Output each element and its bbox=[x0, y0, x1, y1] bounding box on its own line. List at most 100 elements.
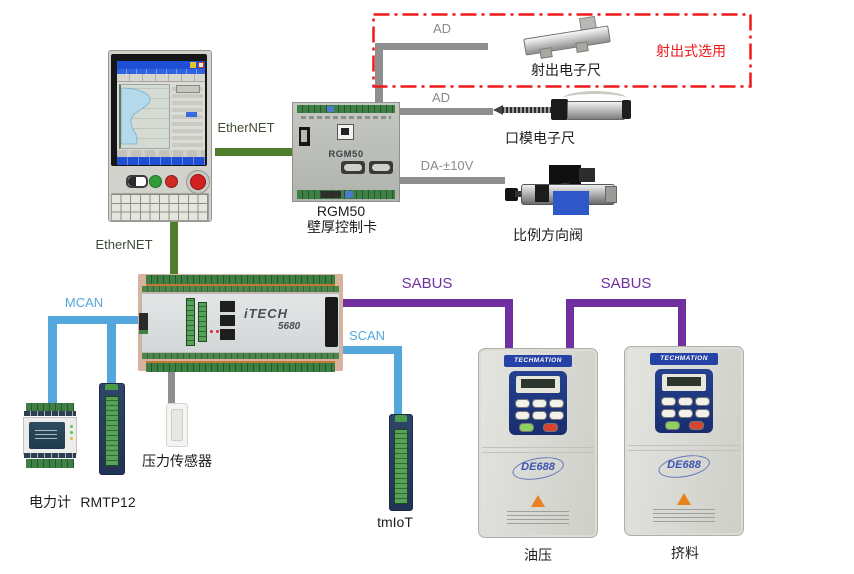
rmtp12-terminal-strip bbox=[105, 396, 119, 466]
label-injection-ruler: 射出电子尺 bbox=[531, 62, 601, 78]
itech-terminal-bottom-1 bbox=[142, 353, 339, 359]
power-meter-face bbox=[29, 422, 65, 449]
die-ruler-image bbox=[493, 91, 634, 126]
valve-dark-ring bbox=[535, 185, 549, 202]
inverter-lcd-display bbox=[662, 374, 706, 391]
inverter-series-logo: DE688 bbox=[521, 461, 555, 473]
valve-blue-block bbox=[553, 191, 589, 215]
itech-vertical-terminal-2 bbox=[198, 302, 207, 342]
itech-terminal-top-2 bbox=[142, 286, 339, 292]
titlebar-close-icon bbox=[198, 62, 204, 68]
hmi-selected-field bbox=[186, 112, 197, 117]
label-da: DA-±10V bbox=[420, 158, 474, 173]
rgm50-db9-connector-1 bbox=[341, 161, 365, 174]
itech-model-text: 5680 bbox=[278, 321, 301, 332]
rgm50-board: RGM50 bbox=[292, 102, 400, 202]
hmi-start-button bbox=[149, 175, 162, 188]
valve-solenoid-2 bbox=[579, 168, 595, 182]
inverter-key bbox=[532, 399, 547, 408]
inverter-brand-badge: TECHMATION bbox=[650, 353, 718, 365]
hmi-screen-bezel bbox=[111, 54, 207, 166]
power-meter-body bbox=[23, 417, 77, 455]
line-ethernet-hmi-rgm50 bbox=[215, 148, 292, 156]
line-sabus1-h bbox=[342, 299, 513, 307]
warning-triangle-icon bbox=[531, 495, 545, 507]
inverter-keypad bbox=[509, 371, 567, 435]
label-optional-note: 射出式选用 bbox=[656, 43, 726, 59]
hmi-panel bbox=[108, 50, 212, 222]
inverter-key bbox=[695, 397, 710, 406]
label-valve: 比例方向阀 bbox=[513, 227, 583, 243]
label-die-ruler: 口模电子尺 bbox=[505, 130, 575, 146]
tmiot-terminal-strip bbox=[394, 429, 408, 504]
ruler-clamp-1 bbox=[539, 47, 553, 59]
power-meter-terminal-bottom bbox=[26, 459, 74, 468]
hmi-softkey-row bbox=[117, 150, 205, 157]
line-scan-v-tmiot bbox=[394, 346, 402, 416]
titlebar-icon bbox=[190, 62, 196, 68]
inverter-lcd-display bbox=[516, 376, 560, 393]
rgm50-ethernet-port bbox=[337, 124, 354, 140]
label-scan: SCAN bbox=[348, 328, 386, 343]
rgm50-board-text: RGM50 bbox=[328, 149, 364, 160]
line-da-valve bbox=[396, 177, 505, 184]
inverter-key bbox=[661, 409, 676, 418]
power-meter-bar-bottom bbox=[24, 453, 76, 458]
rgm50-db9-connector-2 bbox=[369, 161, 393, 174]
inverter-key bbox=[549, 411, 564, 420]
rgm50-usb-port bbox=[299, 127, 310, 146]
line-pressure-sensor bbox=[168, 368, 175, 405]
label-ethernet-2: EtherNET bbox=[95, 237, 153, 252]
rmtp12-device bbox=[99, 383, 125, 475]
valve-solenoid bbox=[549, 165, 581, 185]
line-ad-die bbox=[396, 108, 493, 115]
itech-right-connector bbox=[325, 297, 338, 347]
inverter-key bbox=[515, 411, 530, 420]
inverter-key bbox=[678, 397, 693, 406]
pressure-sensor-device bbox=[166, 403, 188, 447]
ruler-collar bbox=[551, 99, 568, 120]
itech-terminal-bottom-2 bbox=[146, 361, 335, 372]
hmi-main-area bbox=[117, 82, 205, 150]
inverter-key bbox=[515, 399, 530, 408]
label-inverter-extrude: 挤料 bbox=[671, 545, 699, 561]
line-ad-injection-v bbox=[375, 43, 383, 104]
ruler-cylinder-body bbox=[567, 101, 625, 120]
label-mcan: MCAN bbox=[64, 295, 104, 310]
label-tmiot: tmIoT bbox=[377, 514, 413, 530]
itech-pcb: iTECH 5680 bbox=[139, 293, 340, 353]
inverter-warning-text bbox=[507, 510, 569, 524]
power-meter-bar-top bbox=[24, 411, 76, 416]
label-inverter-oil: 油压 bbox=[524, 547, 552, 563]
inverter-warning-text bbox=[653, 508, 715, 522]
rgm50-terminal-blue-cell bbox=[327, 106, 334, 112]
itech-controller-board: iTECH 5680 bbox=[138, 274, 343, 372]
power-meter-leds bbox=[70, 425, 73, 428]
ruler-cable bbox=[563, 91, 627, 106]
hmi-control-strip bbox=[109, 169, 211, 194]
rmtp12-top-cap bbox=[105, 384, 118, 390]
ruler-rod-tip bbox=[493, 105, 503, 115]
inverter-key bbox=[695, 409, 710, 418]
inverter-run-key bbox=[665, 421, 680, 430]
inverter-oil: TECHMATION DE688 bbox=[478, 348, 598, 538]
inverter-series-logo: DE688 bbox=[667, 459, 701, 471]
proportional-valve-image bbox=[505, 163, 620, 219]
itech-port-stack bbox=[220, 300, 235, 340]
inverter-brand-badge: TECHMATION bbox=[504, 355, 572, 367]
power-meter-device bbox=[22, 403, 78, 468]
rgm50-bottom-blue-cell bbox=[345, 191, 353, 198]
inverter-stop-key bbox=[543, 423, 558, 432]
inverter-keypad bbox=[655, 369, 713, 433]
hmi-statusbar bbox=[117, 69, 205, 74]
label-rgm50-subtitle: 壁厚控制卡 bbox=[307, 219, 377, 235]
rgm50-silkscreen-text bbox=[301, 116, 391, 119]
inverter-key bbox=[549, 399, 564, 408]
rgm50-bottom-dark-connector bbox=[321, 191, 341, 198]
ruler-end-cap bbox=[622, 100, 631, 119]
rgm50-terminal-top bbox=[297, 105, 395, 113]
label-sabus-2: SABUS bbox=[600, 275, 652, 292]
power-meter-terminal-top bbox=[26, 403, 74, 411]
itech-terminal-top-1 bbox=[146, 275, 335, 286]
